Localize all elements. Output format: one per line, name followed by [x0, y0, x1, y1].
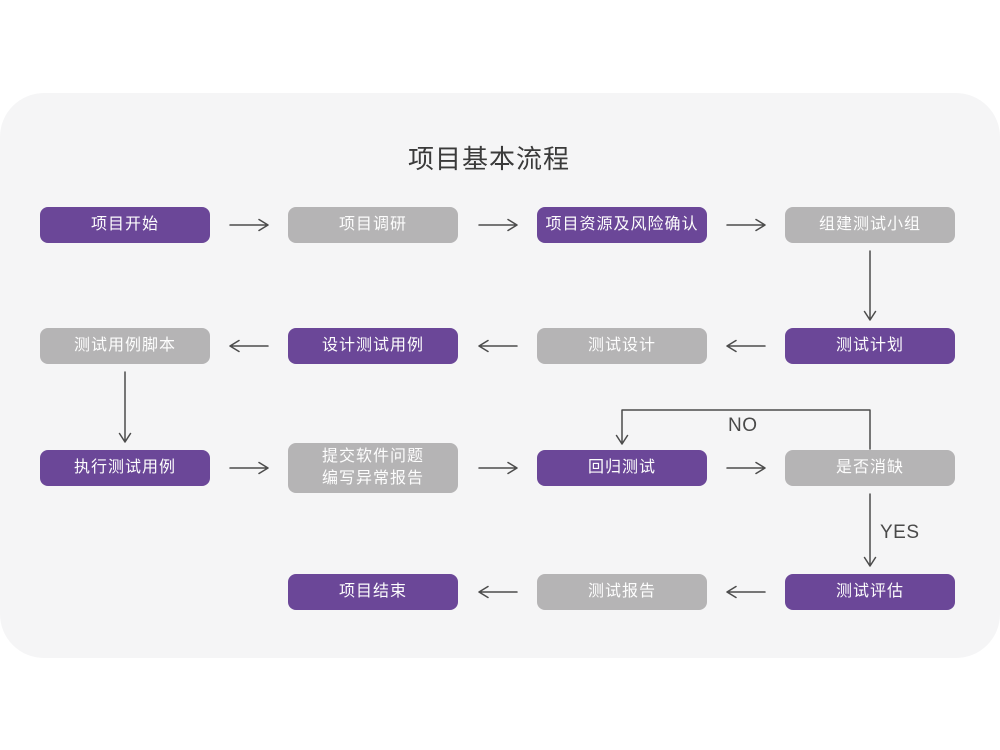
node-test-design: 测试设计 [537, 328, 707, 364]
node-test-report: 测试报告 [537, 574, 707, 610]
node-test-case-script: 测试用例脚本 [40, 328, 210, 364]
node-regression-test: 回归测试 [537, 450, 707, 486]
flowchart-panel [0, 93, 1000, 658]
node-project-end: 项目结束 [288, 574, 458, 610]
edge-label-no: NO [728, 415, 758, 436]
diagram-title: 项目基本流程 [407, 144, 570, 174]
node-project-research: 项目调研 [288, 207, 458, 243]
node-test-evaluation: 测试评估 [785, 574, 955, 610]
node-project-start: 项目开始 [40, 207, 210, 243]
node-build-test-team: 组建测试小组 [785, 207, 955, 243]
node-defect-cleared: 是否消缺 [785, 450, 955, 486]
node-test-plan: 测试计划 [785, 328, 955, 364]
edge-label-yes: YES [880, 522, 920, 543]
node-resource-risk-confirm: 项目资源及风险确认 [537, 207, 707, 243]
node-submit-issue-report: 提交软件问题 编写异常报告 [288, 443, 458, 493]
node-execute-test-cases: 执行测试用例 [40, 450, 210, 486]
node-design-test-cases: 设计测试用例 [288, 328, 458, 364]
